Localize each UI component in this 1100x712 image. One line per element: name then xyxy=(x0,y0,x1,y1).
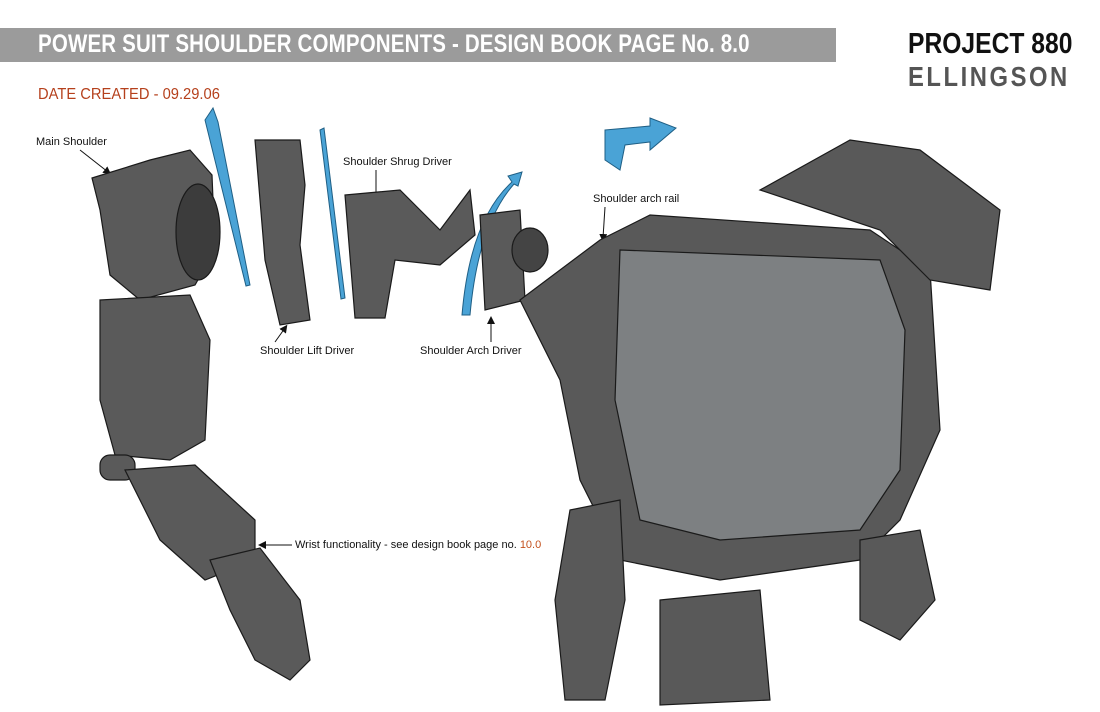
author-name: ELLINGSON xyxy=(908,61,1070,92)
label-shoulder-arch-driver: Shoulder Arch Driver xyxy=(420,345,522,357)
wrist-text: Wrist functionality - see design book pa… xyxy=(295,539,520,551)
date-created: DATE CREATED - 09.29.06 xyxy=(38,86,220,103)
wrist-page-ref: 10.0 xyxy=(519,539,542,551)
mech-body xyxy=(519,139,1001,706)
page-title: POWER SUIT SHOULDER COMPONENTS - DESIGN … xyxy=(38,30,750,58)
label-main-shoulder: Main Shoulder xyxy=(36,136,107,148)
label-shoulder-shrug-driver: Shoulder Shrug Driver xyxy=(343,156,452,168)
title-bar xyxy=(0,28,836,62)
label-shoulder-lift-driver: Shoulder Lift Driver xyxy=(260,345,355,357)
arm-assembly xyxy=(91,139,549,681)
project-name: PROJECT 880 xyxy=(908,28,1073,60)
lift-arrow xyxy=(204,106,677,316)
label-shoulder-arch-rail: Shoulder arch rail xyxy=(593,193,680,205)
label-wrist-functionality: Wrist functionality - see design book pa… xyxy=(295,539,541,551)
